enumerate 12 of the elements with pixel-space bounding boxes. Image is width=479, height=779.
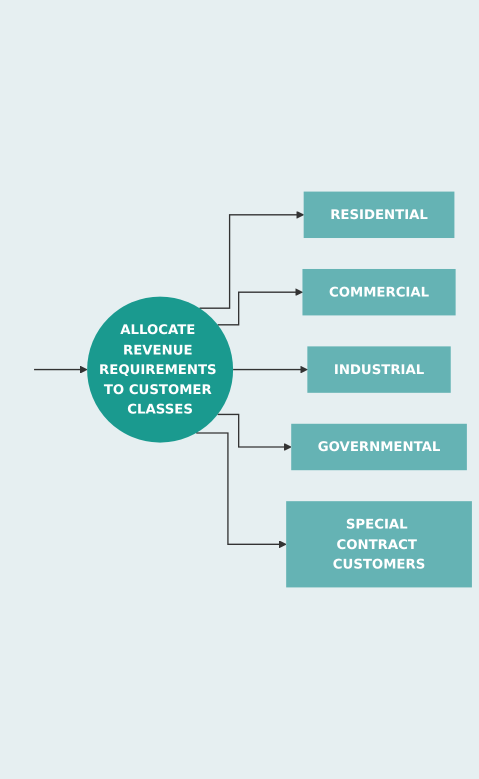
node-box: RESIDENTIAL	[304, 192, 454, 238]
arrow	[34, 366, 88, 374]
node-circle: ALLOCATE REVENUE REQUIREMENTS TO CUSTOMER CLASSES	[87, 296, 234, 443]
arrow	[196, 432, 287, 548]
arrow	[218, 414, 292, 451]
arrow	[218, 288, 303, 326]
node-box: INDUSTRIAL	[307, 346, 451, 393]
node-box: GOVERNMENTAL	[291, 424, 467, 470]
arrow	[233, 366, 308, 374]
node-box: SPECIAL CONTRACT CUSTOMERS	[286, 501, 472, 588]
node-box: COMMERCIAL	[302, 268, 456, 316]
arrow	[200, 210, 304, 309]
